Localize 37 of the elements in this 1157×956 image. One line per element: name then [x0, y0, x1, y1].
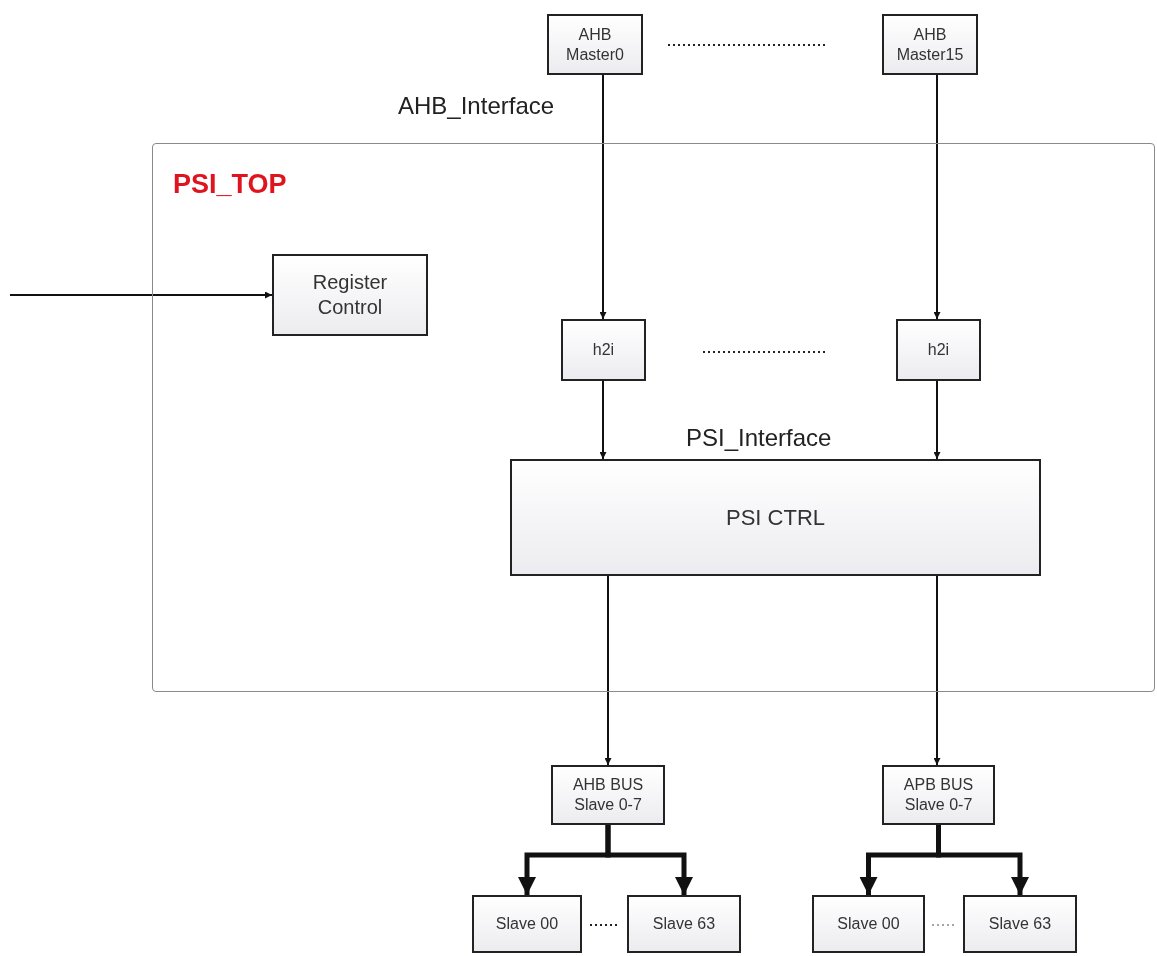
module-title: PSI_TOP [173, 168, 287, 201]
block-label: APB BUS Slave 0-7 [902, 775, 975, 815]
block-label: Slave 63 [651, 914, 717, 934]
block-box [882, 765, 995, 825]
arrow [599, 74, 607, 320]
block-box [272, 254, 428, 336]
block-label: Slave 00 [494, 914, 560, 934]
arrow [9, 291, 273, 299]
block-box [896, 319, 981, 381]
block-label: AHB BUS Slave 0-7 [571, 775, 645, 815]
arrow [599, 380, 607, 460]
block-label: PSI CTRL [725, 503, 826, 532]
block-box [472, 895, 582, 953]
arrow [933, 380, 941, 460]
block-box [510, 459, 1041, 576]
interface-label: AHB_Interface [398, 92, 555, 120]
block-box [551, 765, 665, 825]
arrow [933, 74, 941, 320]
block-label: Slave 63 [987, 914, 1053, 934]
arrow [604, 575, 612, 766]
arrow [605, 825, 693, 895]
block-box [627, 895, 741, 953]
arrow [933, 575, 941, 766]
block-label: Register Control [311, 270, 389, 320]
block-label: AHB Master15 [895, 24, 965, 65]
interface-label: PSI_Interface [686, 424, 832, 452]
block-box [882, 14, 978, 75]
block-label: h2i [591, 340, 616, 360]
block-box [547, 14, 643, 75]
block-label: Slave 00 [836, 914, 901, 934]
block-box [963, 895, 1077, 953]
module-boundary [152, 143, 1155, 692]
block-label: h2i [926, 340, 951, 360]
arrow [936, 825, 1029, 895]
block-box [561, 319, 646, 381]
block-label: AHB Master0 [565, 24, 625, 65]
block-box [812, 895, 925, 953]
